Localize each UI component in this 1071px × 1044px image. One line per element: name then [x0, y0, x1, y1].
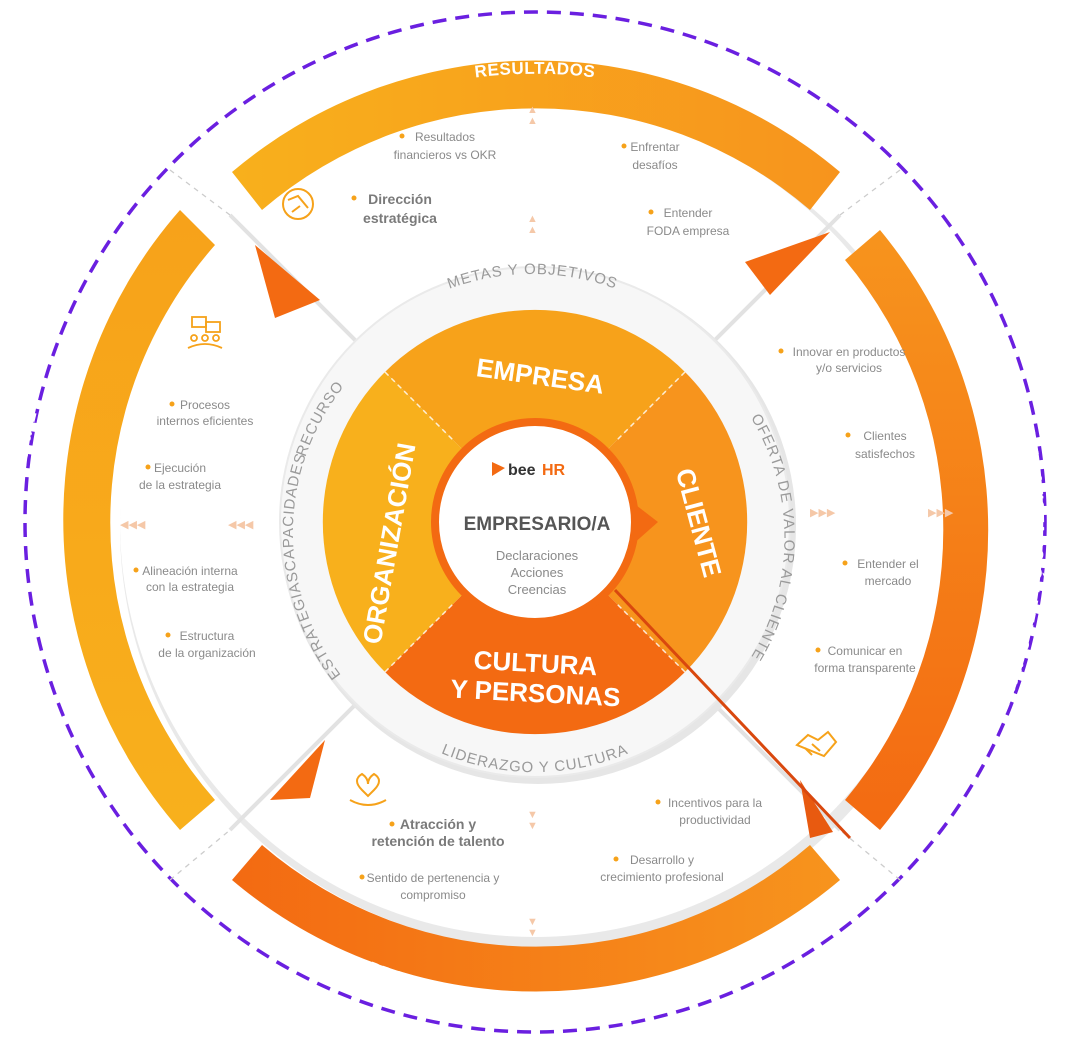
item-right-1: Innovar en productos: [793, 345, 906, 359]
item-right-3: Entender el: [857, 557, 918, 571]
center-line-3: Creencias: [508, 582, 567, 597]
svg-text:▼: ▼: [527, 820, 538, 832]
center-line-1: Declaraciones: [496, 548, 579, 563]
item-top-3: Dirección: [368, 191, 432, 207]
svg-text:◀◀◀: ◀◀◀: [228, 519, 254, 531]
item-left-3: Alineación interna: [142, 564, 238, 578]
band-left-eficiencia: [63, 210, 215, 830]
svg-text:▼: ▼: [527, 927, 538, 939]
center-title: EMPRESARIO/A: [464, 514, 611, 535]
svg-text:▶▶▶: ▶▶▶: [928, 507, 954, 519]
item-bottom-4-l2: crecimiento profesional: [600, 870, 723, 884]
core-dividers: [384, 371, 686, 673]
handshake-icon: [795, 730, 838, 758]
svg-text:▲: ▲: [527, 104, 538, 116]
svg-text:◀◀◀: ◀◀◀: [120, 519, 146, 531]
item-left-2-l2: de la estrategia: [139, 478, 221, 492]
svg-text:▼: ▼: [527, 916, 538, 928]
team-meeting-icon: [187, 316, 223, 349]
svg-text:▶▶▶: ▶▶▶: [810, 507, 836, 519]
core-organizacion: [322, 372, 535, 672]
arrow-markers: ▲▲ ▲▲ ▼▼ ▼▼ ◀◀◀◀◀◀ ▶▶▶▶▶▶: [120, 104, 954, 939]
band-label-left: EFICIENCIA OPERACIONAL: [7, 409, 41, 651]
svg-text:▼: ▼: [527, 809, 538, 821]
item-top-4-l2: FODA empresa: [647, 224, 730, 238]
band-top-resultados: [232, 60, 840, 210]
item-left-2: Ejecución: [154, 461, 206, 475]
dashed-guides: [169, 169, 901, 881]
corner-triangles: [255, 232, 833, 838]
beehr-logo-bee: bee: [508, 462, 536, 479]
band-bottom-productividad: [232, 845, 840, 992]
quadrant-top: Resultados financieros vs OKR Enfrentar …: [282, 130, 730, 238]
item-left-4: Estructura: [180, 629, 235, 643]
item-bottom-1-l2: retención de talento: [371, 833, 504, 849]
item-right-2-l2: satisfechos: [855, 447, 915, 461]
quadrant-left: Procesos internos eficientes Ejecución d…: [133, 316, 256, 660]
core-cultura: [385, 522, 685, 735]
item-left-1-l2: internos eficientes: [157, 414, 254, 428]
item-bottom-2: Incentivos para la: [668, 796, 762, 810]
heart-hands-icon: [349, 772, 387, 806]
item-left-4-l2: de la organización: [158, 646, 255, 660]
quadrant-bottom: Atracción y retención de talento Incenti…: [349, 772, 762, 902]
item-bottom-3: Sentido de pertenencia y: [367, 871, 500, 885]
item-bottom-3-l2: compromiso: [400, 888, 466, 902]
quadrant-right: Innovar en productos y/o servicios Clien…: [778, 345, 919, 758]
band-label-right: CONFIANZA Y SATISFACCIÓN DEL CLIENTE: [991, 335, 1047, 716]
item-top-1: Resultados: [415, 130, 475, 144]
band-label-top: RESULTADOS: [474, 59, 597, 82]
center-pointer: [632, 502, 658, 545]
item-top-4: Entender: [664, 206, 713, 220]
item-bottom-2-l2: productividad: [679, 813, 750, 827]
center-line-2: Acciones: [511, 565, 564, 580]
item-left-3-l2: con la estrategia: [146, 580, 234, 594]
item-top-1-l2: financieros vs OKR: [394, 148, 497, 162]
item-right-3-l2: mercado: [865, 574, 912, 588]
beehr-logo-hr: HR: [542, 462, 566, 479]
beehr-logo-mark: [492, 462, 505, 476]
item-left-1: Procesos: [180, 398, 230, 412]
core-empresa: [385, 309, 685, 522]
dashed-outer-ring: [23, 10, 1047, 1034]
item-top-2-l2: desafíos: [632, 158, 677, 172]
core-label-cultura: CULTURA: [473, 645, 598, 681]
svg-text:▲: ▲: [527, 213, 538, 225]
item-bottom-1: Atracción y: [400, 816, 476, 832]
band-right-confianza: [845, 230, 989, 830]
item-top-2: Enfrentar: [630, 140, 679, 154]
item-bottom-4: Desarrollo y: [630, 853, 694, 867]
item-right-4-l2: forma transparente: [814, 661, 916, 675]
item-top-3-l2: estratégica: [363, 210, 437, 226]
item-right-2: Clientes: [863, 429, 906, 443]
svg-text:▲: ▲: [527, 115, 538, 127]
svg-text:▲: ▲: [527, 224, 538, 236]
pointer-line: [613, 588, 852, 840]
strategy-icon: [282, 188, 314, 220]
item-right-4: Comunicar en: [828, 644, 903, 658]
item-right-1-l2: y/o servicios: [816, 361, 882, 375]
